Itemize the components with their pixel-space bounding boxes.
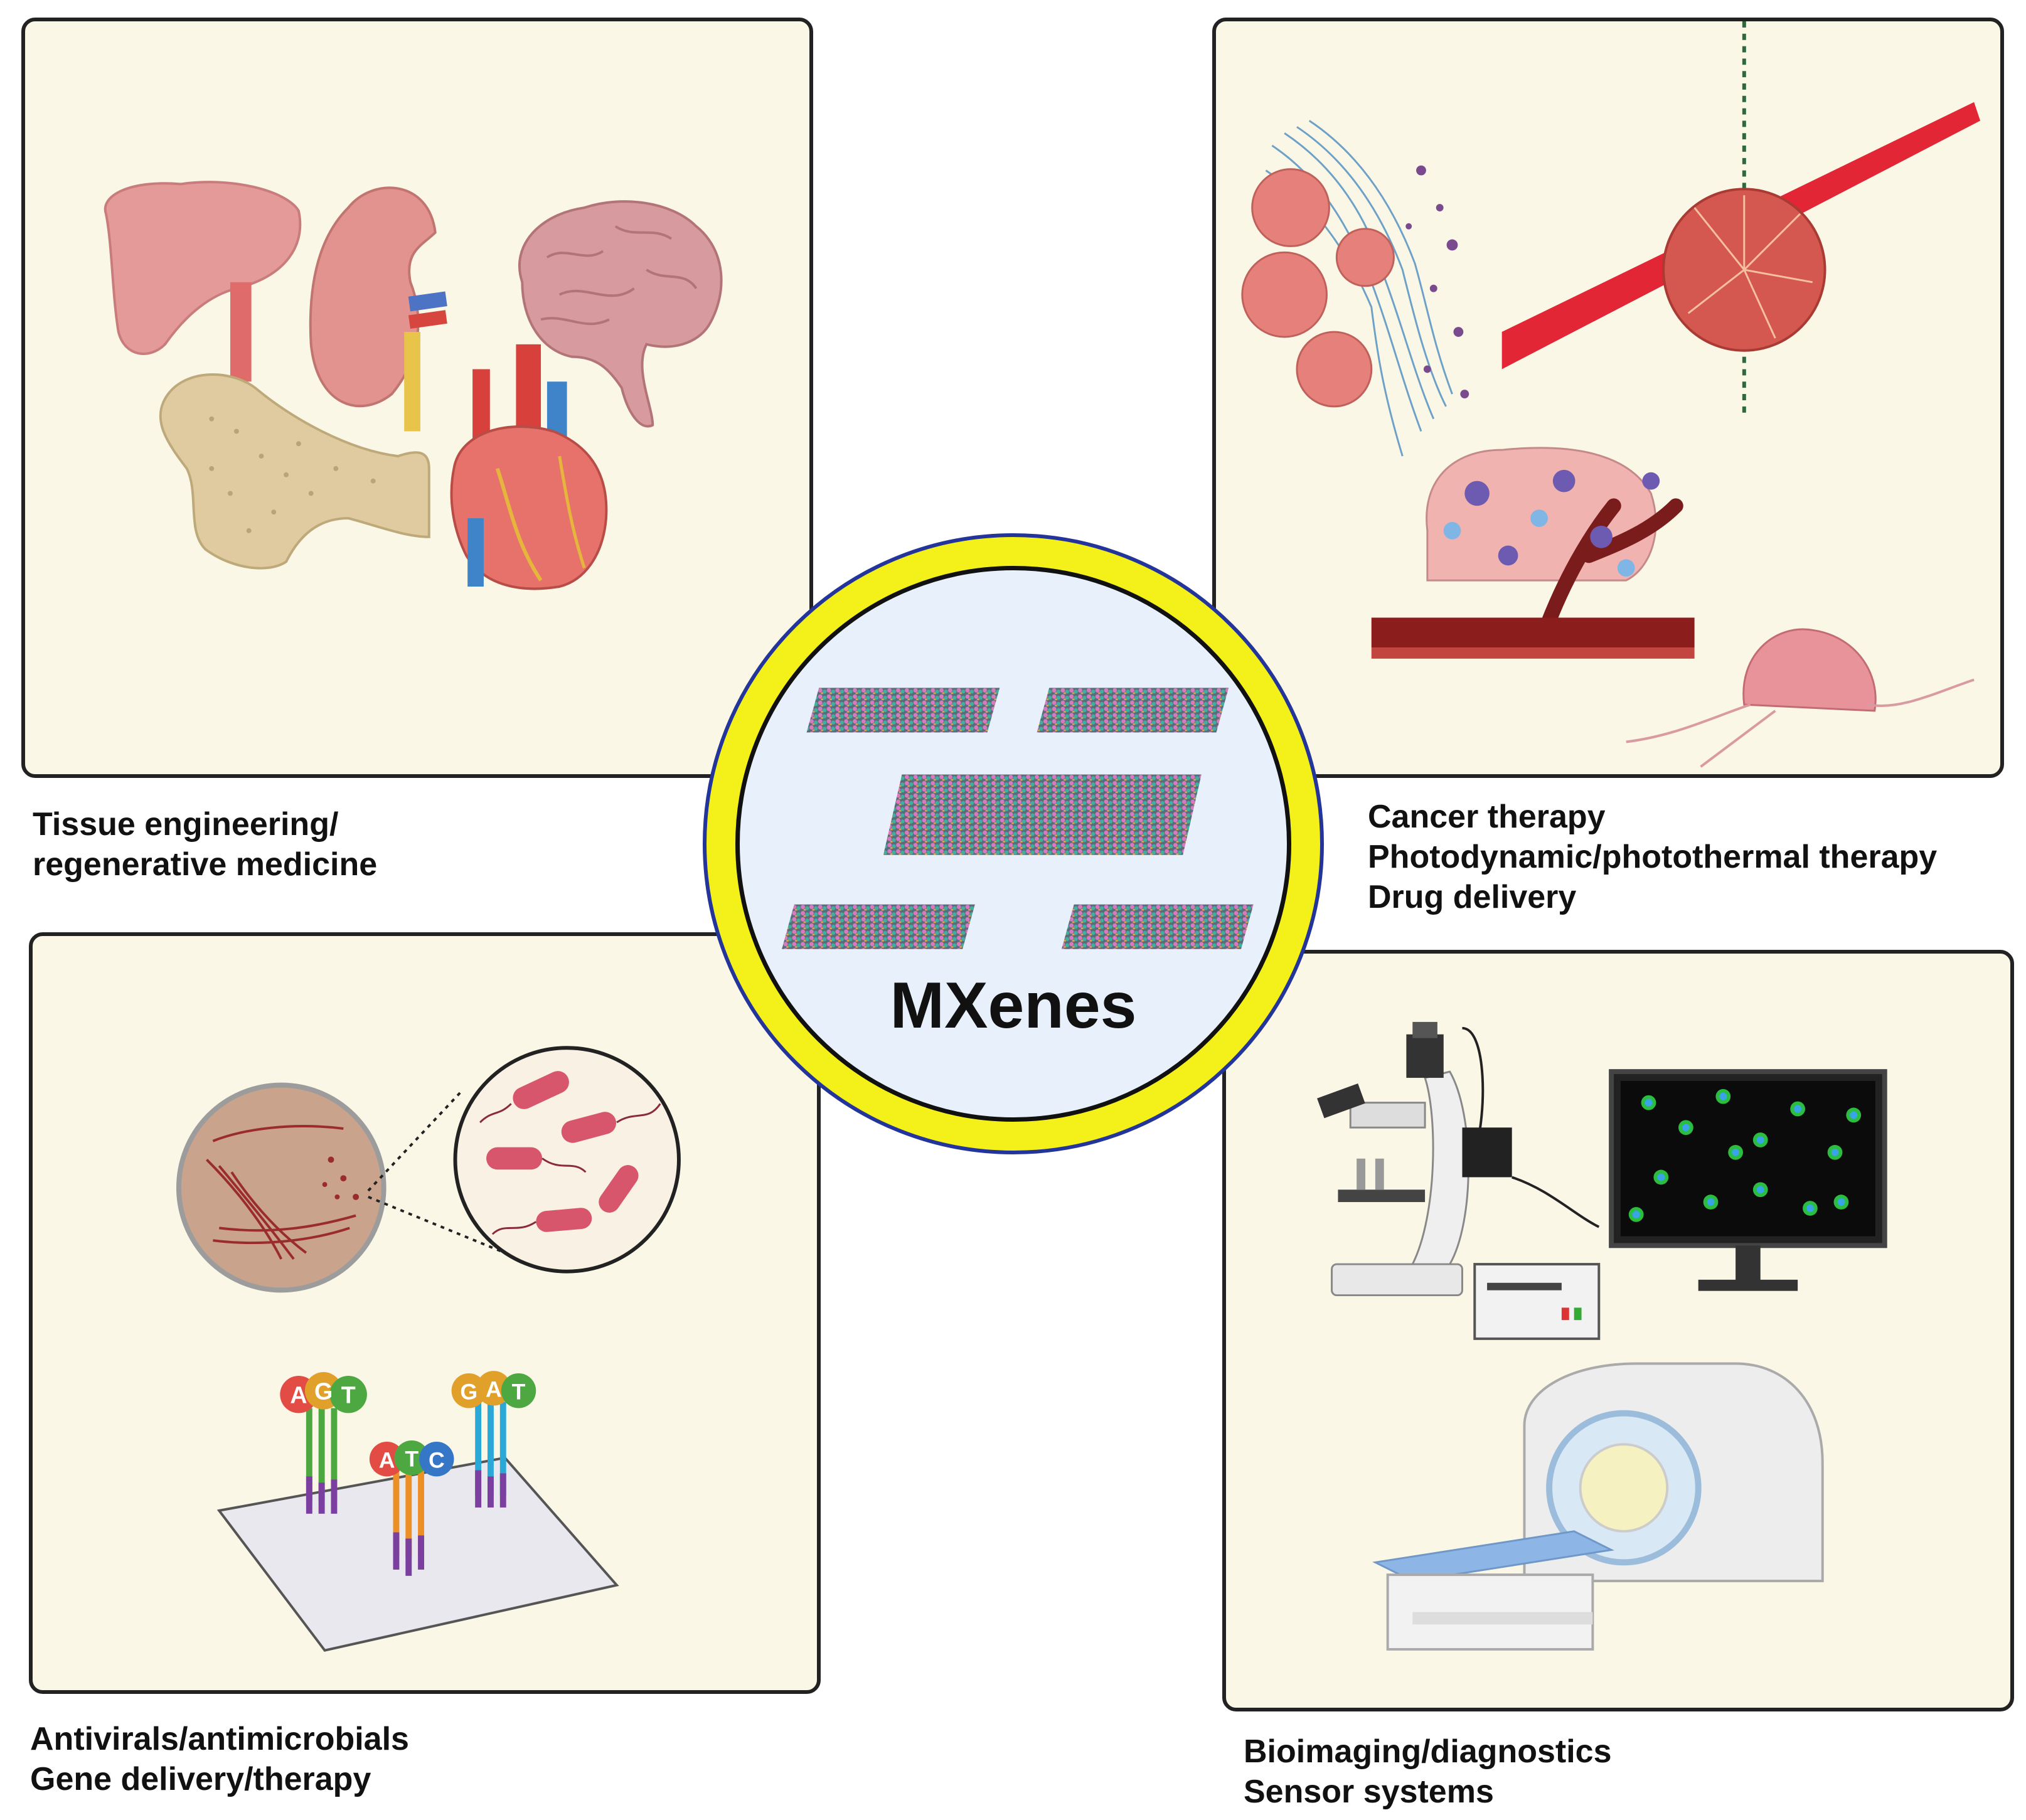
probe1-base-1: A bbox=[290, 1382, 307, 1408]
probe2-base-3: C bbox=[429, 1448, 445, 1473]
probe2-base-2: T bbox=[405, 1447, 419, 1472]
caption-line: regenerative medicine bbox=[33, 846, 378, 883]
caption-antimicrobials: Antivirals/antimicrobials Gene delivery/… bbox=[30, 1719, 409, 1799]
organs-illustration bbox=[104, 181, 723, 590]
caption-line: Photodynamic/photothermal therapy bbox=[1368, 839, 1938, 875]
mxene-layers-illustration bbox=[782, 688, 1254, 949]
caption-line: Gene delivery/therapy bbox=[30, 1761, 371, 1797]
bone-icon bbox=[159, 373, 430, 570]
liver-icon bbox=[104, 181, 302, 355]
caption-bioimaging: Bioimaging/diagnostics Sensor systems bbox=[1244, 1732, 1612, 1812]
panel-antimicrobials: A G T A T C bbox=[29, 932, 821, 1694]
panel-bioimaging bbox=[1222, 950, 2014, 1711]
panel-cancer-therapy bbox=[1212, 18, 2004, 778]
caption-line: Bioimaging/diagnostics bbox=[1244, 1733, 1612, 1770]
brain-icon bbox=[518, 200, 723, 428]
metastatic-cell-icon bbox=[1742, 628, 1877, 712]
controller-box-icon bbox=[1473, 1263, 1601, 1340]
caption-tissue-engineering: Tissue engineering/ regenerative medicin… bbox=[33, 804, 377, 885]
heart-icon bbox=[450, 425, 608, 590]
probe3-base-3: T bbox=[512, 1380, 526, 1405]
caption-line: Tissue engineering/ bbox=[33, 806, 339, 843]
caption-line: Antivirals/antimicrobials bbox=[30, 1721, 409, 1757]
caption-line: Drug delivery bbox=[1368, 879, 1577, 915]
microscope-icon bbox=[1317, 1021, 1512, 1297]
caption-line: Sensor systems bbox=[1244, 1774, 1494, 1810]
probe3-base-1: G bbox=[460, 1380, 477, 1405]
antimicrobial-illustration: A G T A T C bbox=[176, 1046, 681, 1652]
caption-cancer-therapy: Cancer therapy Photodynamic/photothermal… bbox=[1368, 797, 1937, 917]
panel-tissue-engineering bbox=[21, 18, 813, 778]
cancer-illustration bbox=[1241, 21, 1981, 768]
probe2-base-1: A bbox=[379, 1448, 395, 1473]
caption-line: Cancer therapy bbox=[1368, 799, 1606, 835]
blood-vessel-icon bbox=[1538, 498, 1683, 638]
imaging-illustration bbox=[1317, 1021, 1887, 1651]
hub-title: MXenes bbox=[890, 969, 1137, 1042]
mxenes-hub: MXenes bbox=[703, 533, 1324, 1154]
mxene-sheet-icon bbox=[782, 688, 1254, 949]
mxenes-hub-inner: MXenes bbox=[735, 566, 1291, 1122]
petri-dish-icon bbox=[176, 1082, 387, 1293]
probe1-base-2: G bbox=[314, 1378, 333, 1405]
probe1-base-3: T bbox=[341, 1382, 356, 1408]
mri-scanner-icon bbox=[1372, 1362, 1824, 1651]
probe3-base-2: A bbox=[486, 1377, 502, 1402]
